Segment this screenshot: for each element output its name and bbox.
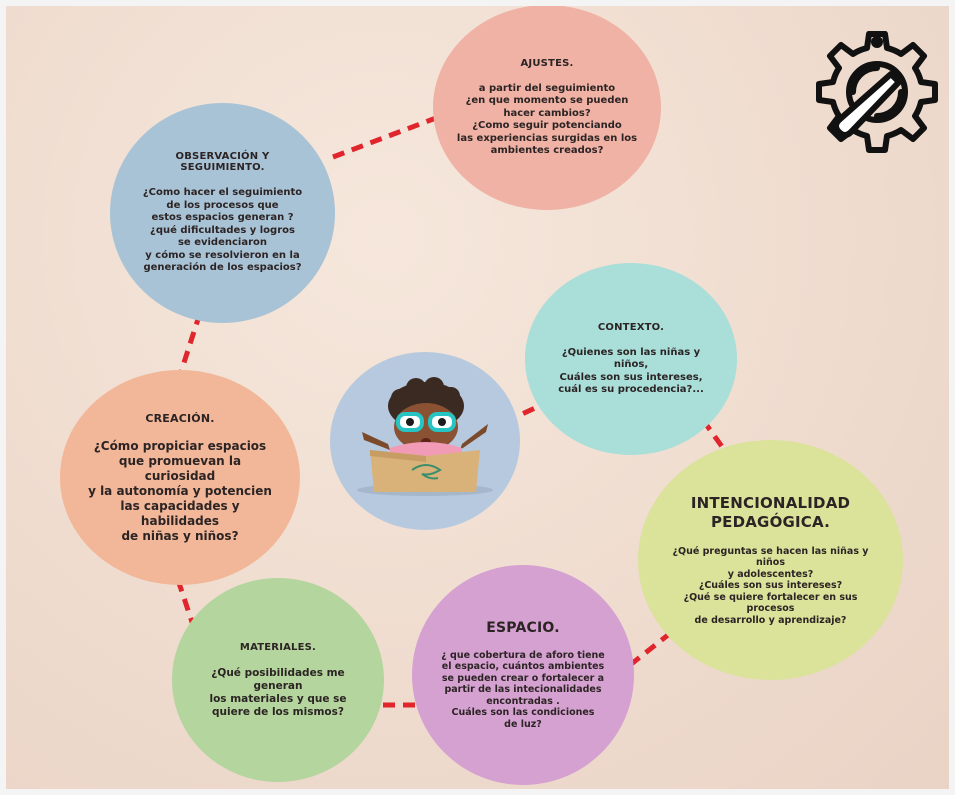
node-espacio-body: ¿ que cobertura de aforo tiene el espaci… xyxy=(441,649,605,730)
center-illustration-circle xyxy=(330,352,520,530)
node-intencionalidad: INTENCIONALIDAD PEDAGÓGICA. ¿Qué pregunt… xyxy=(638,440,903,680)
node-materiales: MATERIALES. ¿Qué posibilidades me genera… xyxy=(172,578,384,782)
connector-observacion-ajustes xyxy=(332,115,437,160)
connector-contexto-intencionalidad xyxy=(700,418,731,457)
node-creacion-body: ¿Cómo propiciar espacios que promuevan l… xyxy=(88,438,272,543)
node-ajustes: AJUSTES. a partir del seguimiento ¿en qu… xyxy=(433,5,661,210)
node-observacion-body: ¿Como hacer el seguimiento de los proces… xyxy=(142,187,303,274)
node-creacion: CREACIÓN. ¿Cómo propiciar espacios que p… xyxy=(60,370,300,585)
node-espacio: ESPACIO. ¿ que cobertura de aforo tiene … xyxy=(412,565,634,785)
gear-wrench-icon xyxy=(816,31,938,153)
node-espacio-title: ESPACIO. xyxy=(486,619,560,636)
node-observacion-title: OBSERVACIÓN Y SEGUIMIENTO. xyxy=(175,151,270,174)
node-ajustes-title: AJUSTES. xyxy=(520,57,574,69)
child-in-box-illustration xyxy=(357,377,493,496)
node-intencionalidad-body: ¿Qué preguntas se hacen las niñas y niño… xyxy=(672,545,869,626)
connector-creacion-materiales xyxy=(175,579,201,641)
connector-observacion-creacion xyxy=(177,312,203,376)
node-contexto: CONTEXTO. ¿Quienes son las niñas y niños… xyxy=(525,263,737,455)
node-intencionalidad-title: INTENCIONALIDAD PEDAGÓGICA. xyxy=(690,493,851,531)
node-materiales-title: MATERIALES. xyxy=(239,641,317,653)
node-ajustes-body: a partir del seguimiento ¿en que momento… xyxy=(456,82,638,157)
node-observacion: OBSERVACIÓN Y SEGUIMIENTO. ¿Como hacer e… xyxy=(110,103,335,323)
node-materiales-body: ¿Qué posibilidades me generan los materi… xyxy=(209,666,347,718)
connector-espacio-intencionalidad xyxy=(628,633,670,667)
node-creacion-title: CREACIÓN. xyxy=(145,411,215,425)
node-contexto-title: CONTEXTO. xyxy=(597,321,665,333)
node-contexto-body: ¿Quienes son las niñas y niños, Cuáles s… xyxy=(558,346,704,396)
